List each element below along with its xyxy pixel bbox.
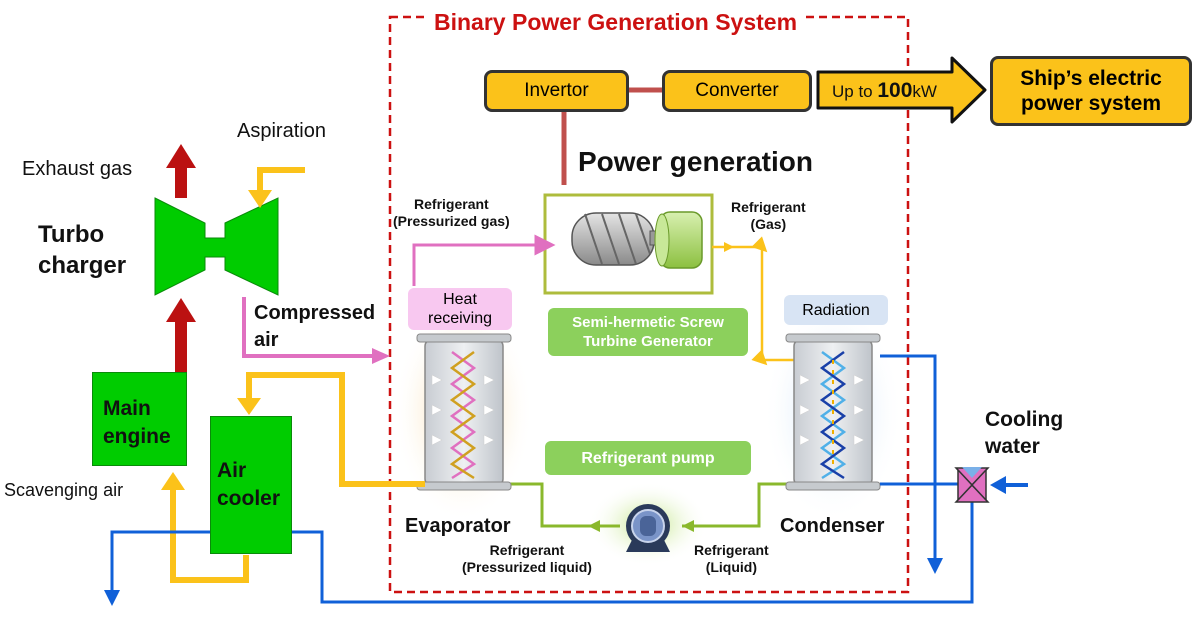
pump-icon <box>626 504 670 552</box>
ship-power-line-1: Ship’s electric <box>1020 67 1162 90</box>
aspiration-label: Aspiration <box>237 120 326 142</box>
compressed-air-label: Compressed air <box>254 302 376 351</box>
cooling-water-label: Cooling water <box>985 408 1064 458</box>
ship-power-line-2: power system <box>1020 92 1162 115</box>
refrigerant-pressurized-gas-label: Refrigerant (Pressurized gas) <box>393 196 510 229</box>
three-way-valve-icon <box>954 467 990 503</box>
converter-box: Converter <box>662 70 812 112</box>
refrigerant-liquid-line <box>682 482 800 528</box>
scavenging-air-label: Scavenging air <box>4 480 124 500</box>
air-return-line <box>246 372 425 487</box>
refrigerant-liquid-label: Refrigerant (Liquid) <box>694 542 769 575</box>
exhaust-arrows <box>166 144 196 372</box>
output-arrow <box>816 56 987 124</box>
condenser-unit <box>785 333 881 491</box>
system-frame <box>388 15 910 594</box>
power-generation-label: Power generation <box>578 146 813 177</box>
compressed-air-line <box>242 297 375 358</box>
cooling-water-air-cooler-line <box>292 500 974 604</box>
aspiration-arrow <box>257 167 305 192</box>
turbocharger-label: Turbo charger <box>38 221 127 279</box>
radiation-tag: Radiation <box>784 295 888 325</box>
main-engine-box: Main engine <box>92 372 187 466</box>
screw-rotor-icon <box>571 212 663 266</box>
refrigerant-pressurized-liquid-line <box>500 482 620 528</box>
refrigerant-pump-tag: Refrigerant pump <box>545 441 751 475</box>
evaporator-unit <box>416 333 512 491</box>
turbine-generator-tag: Semi-hermetic Screw Turbine Generator <box>548 308 748 356</box>
condenser-label: Condenser <box>780 515 885 537</box>
invertor-box: Invertor <box>484 70 629 112</box>
refrigerant-to-condenser-line <box>712 236 800 366</box>
output-capacity-label: Up to 100kW <box>832 79 937 102</box>
page-title: Binary Power Generation System <box>428 9 804 36</box>
exhaust-gas-label: Exhaust gas <box>22 158 133 180</box>
air-cooler-box: Air cooler <box>210 416 292 554</box>
cooling-water-drain-line <box>110 530 210 592</box>
scavenging-air-line <box>170 488 249 583</box>
cooling-water-outlet-line <box>880 354 937 560</box>
refrigerant-gas-line <box>412 234 556 286</box>
refrigerant-gas-label: Refrigerant (Gas) <box>731 199 806 232</box>
turbocharger-body <box>154 197 279 296</box>
heat-receiving-tag: Heat receiving <box>408 288 512 330</box>
evaporator-label: Evaporator <box>405 515 511 537</box>
generator-icon <box>654 211 703 269</box>
refrigerant-pressurized-liquid-label: Refrigerant (Pressurized liquid) <box>462 542 592 575</box>
ship-power-system-box: Ship’s electric power system <box>990 56 1192 126</box>
